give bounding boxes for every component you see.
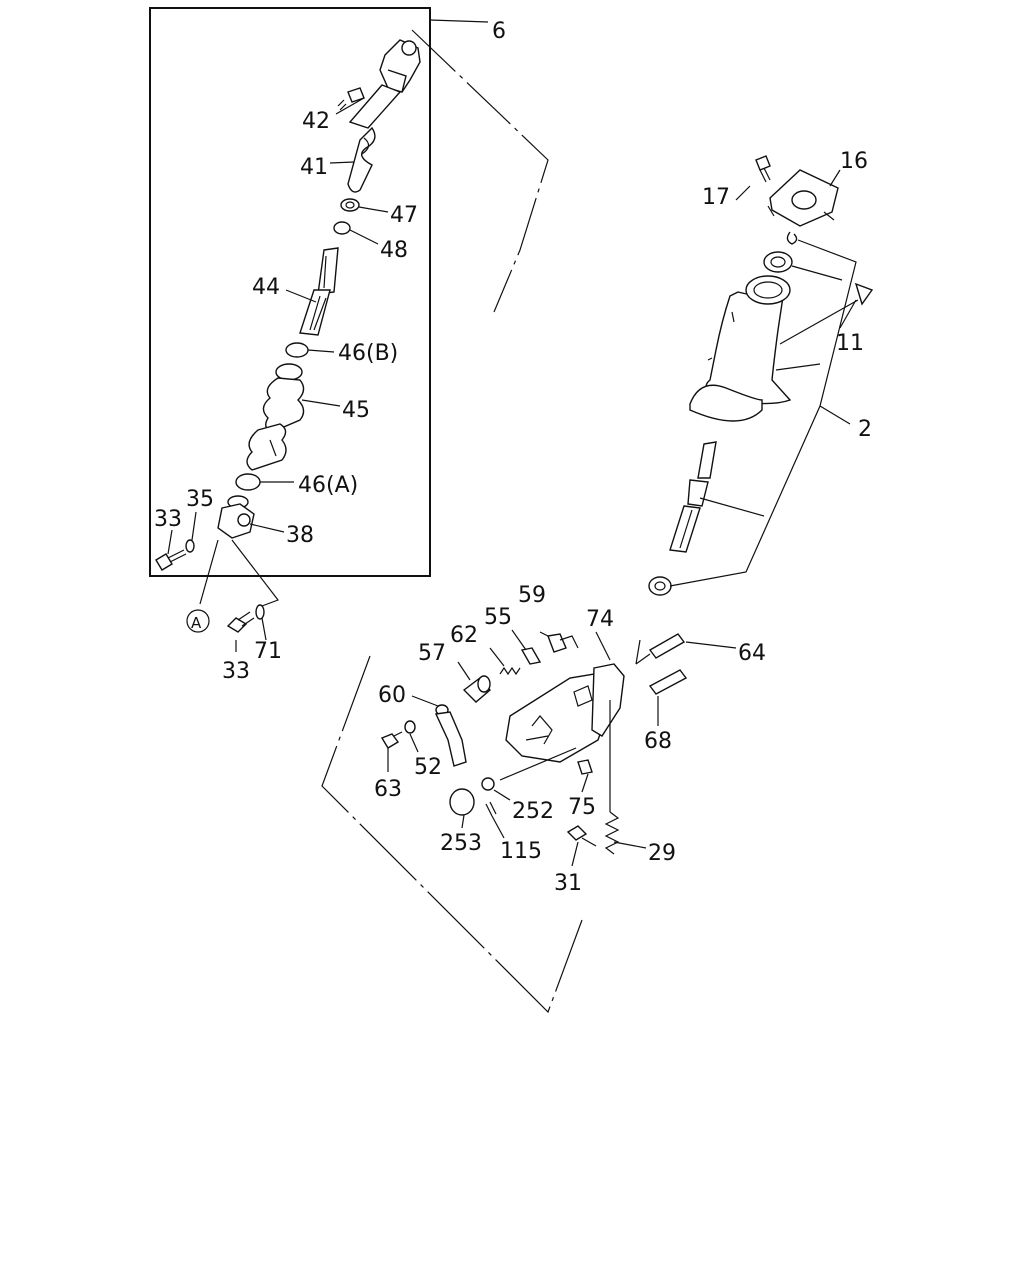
part-bushing <box>648 576 672 596</box>
part-shaft-41 <box>347 84 402 193</box>
callout-11: 11 <box>836 331 864 356</box>
callout-6: 6 <box>492 19 506 44</box>
part-bolt-75 <box>577 759 593 775</box>
part-bolt-63 <box>380 731 403 749</box>
part-lever-52 <box>434 704 467 767</box>
part-lower-yoke-38 <box>217 495 255 539</box>
part-clip <box>786 231 798 245</box>
part-tab-11 <box>854 282 874 306</box>
callout-252: 252 <box>512 799 554 824</box>
callout-46b: 46(B) <box>338 341 398 366</box>
callout-labels: 6 42 41 47 48 44 46(B) 45 46(A) 35 33 38… <box>154 19 872 896</box>
callout-44: 44 <box>252 275 280 300</box>
part-spline-shaft-44 <box>299 247 339 336</box>
part-pin-68 <box>648 669 688 695</box>
part-spring-29 <box>604 811 620 855</box>
callout-253: 253 <box>440 831 482 856</box>
circle-a <box>186 609 210 633</box>
part-screw-42 <box>337 87 365 111</box>
part-knob-253 <box>449 788 475 816</box>
callout-33-lower: 33 <box>222 659 250 684</box>
callout-35: 35 <box>186 487 214 512</box>
callout-47: 47 <box>390 203 418 228</box>
callout-64: 64 <box>738 641 766 666</box>
callout-74: 74 <box>586 607 614 632</box>
leaders-right <box>669 169 859 587</box>
part-column-shaft <box>669 441 717 553</box>
leaders-lower <box>387 629 737 867</box>
bracket-a <box>231 539 279 607</box>
part-upper-yoke <box>379 39 421 93</box>
callout-42: 42 <box>302 109 330 134</box>
part-washer-47 <box>340 198 360 212</box>
callout-59: 59 <box>518 583 546 608</box>
part-spring-62 <box>499 666 521 676</box>
callout-41: 41 <box>300 155 328 180</box>
callout-45: 45 <box>342 398 370 423</box>
callout-63: 63 <box>374 777 402 802</box>
part-washer-52 <box>404 720 416 734</box>
callout-115: 115 <box>500 839 542 864</box>
part-boot-45 <box>246 363 305 471</box>
part-washer-35 <box>185 539 195 553</box>
callout-46a: 46(A) <box>298 473 358 498</box>
part-snap-ring-46a <box>235 473 261 491</box>
part-clip-59 <box>547 633 579 653</box>
callout-17: 17 <box>702 185 730 210</box>
assembly-line-lower <box>321 655 583 1014</box>
callout-75: 75 <box>568 795 596 820</box>
callout-52: 52 <box>414 755 442 780</box>
assembly-frame <box>149 7 431 577</box>
assembly-line-6 <box>411 29 549 313</box>
callout-31: 31 <box>554 871 582 896</box>
part-ring-48 <box>333 221 351 235</box>
part-bolt-33-lower <box>226 611 255 633</box>
callout-60: 60 <box>378 683 406 708</box>
part-bracket-16 <box>767 169 839 227</box>
callout-71: 71 <box>254 639 282 664</box>
callout-33-upper: 33 <box>154 507 182 532</box>
part-plate-74 <box>505 663 625 763</box>
part-pin-64 <box>635 633 686 665</box>
part-pin-115 <box>485 801 497 817</box>
part-column-housing-2 <box>689 275 792 422</box>
callout-38: 38 <box>286 523 314 548</box>
part-bolt-33-upper <box>155 549 187 571</box>
callout-68: 68 <box>644 729 672 754</box>
leaders-left <box>167 19 489 652</box>
callout-2: 2 <box>858 417 872 442</box>
callout-a: A <box>191 614 202 632</box>
part-bolt-31 <box>566 825 597 847</box>
callout-55: 55 <box>484 605 512 630</box>
part-snap-ring-46b <box>285 342 309 358</box>
callout-57: 57 <box>418 641 446 666</box>
callout-62: 62 <box>450 623 478 648</box>
part-collar-57 <box>462 675 491 703</box>
part-bearing <box>763 251 793 273</box>
callout-29: 29 <box>648 841 676 866</box>
part-screw-17 <box>755 155 771 183</box>
callout-16: 16 <box>840 149 868 174</box>
part-nut-252 <box>481 777 495 791</box>
part-ring-71 <box>255 604 265 620</box>
callout-48: 48 <box>380 238 408 263</box>
part-clip-55 <box>520 647 542 665</box>
